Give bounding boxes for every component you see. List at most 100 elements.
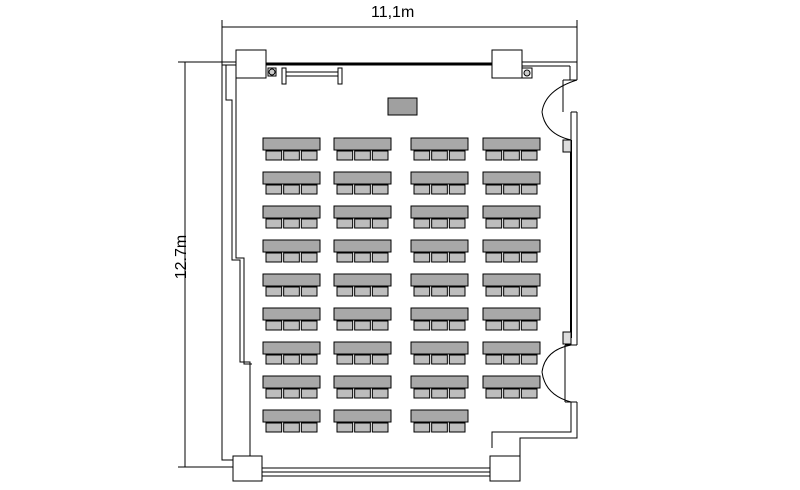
pillar-bottom-right (489, 455, 521, 482)
chair (520, 320, 538, 331)
desk-set (333, 409, 392, 433)
chair (265, 354, 283, 365)
chair (354, 320, 371, 331)
desk-set (410, 273, 469, 297)
desk-set (410, 375, 469, 399)
chair (520, 218, 538, 229)
desk (333, 171, 392, 185)
desk (262, 273, 321, 287)
desk-set (410, 171, 469, 195)
desk-set (333, 137, 392, 161)
chair (354, 150, 371, 161)
chair (413, 320, 431, 331)
desk (333, 137, 392, 151)
desk-set (482, 137, 541, 161)
desk-set (410, 239, 469, 263)
chair (520, 184, 538, 195)
chair (503, 184, 520, 195)
desk (333, 205, 392, 219)
chair (371, 354, 389, 365)
door-upper (541, 79, 578, 141)
chair (503, 354, 520, 365)
chair (431, 286, 448, 297)
chair (265, 184, 283, 195)
desk (333, 239, 392, 253)
desk (410, 341, 469, 355)
chair (354, 286, 371, 297)
chair (431, 388, 448, 399)
chair (520, 286, 538, 297)
desk (482, 171, 541, 185)
desk-set (410, 137, 469, 161)
desk-set (482, 375, 541, 399)
chair (503, 252, 520, 263)
chair (431, 252, 448, 263)
chair (354, 252, 371, 263)
fixture-top-left (267, 67, 277, 77)
desk (410, 273, 469, 287)
desk-set (410, 409, 469, 433)
desk (262, 307, 321, 321)
chair (485, 286, 503, 297)
desk-set (333, 273, 392, 297)
chair (283, 320, 300, 331)
chair (283, 218, 300, 229)
desk (333, 273, 392, 287)
chair (520, 150, 538, 161)
height-dimension-label: 12.7m (173, 234, 191, 280)
desk (262, 409, 321, 423)
chair (448, 150, 466, 161)
desk (410, 137, 469, 151)
chair (448, 422, 466, 433)
chair (520, 388, 538, 399)
chair (300, 252, 318, 263)
chair (336, 320, 354, 331)
chair (503, 388, 520, 399)
chair (354, 354, 371, 365)
chair (300, 218, 318, 229)
chair (413, 252, 431, 263)
chair (485, 320, 503, 331)
desk-set (410, 341, 469, 365)
chair (283, 184, 300, 195)
chair (265, 422, 283, 433)
chair (265, 320, 283, 331)
chair (485, 150, 503, 161)
desk-set (482, 171, 541, 195)
desk-grid (262, 137, 541, 433)
chair (431, 422, 448, 433)
desk-set (333, 375, 392, 399)
desk (262, 375, 321, 389)
desk (482, 239, 541, 253)
chair (413, 286, 431, 297)
chair (503, 150, 520, 161)
chair (371, 150, 389, 161)
chair (448, 320, 466, 331)
chair (354, 218, 371, 229)
chair (354, 422, 371, 433)
chair (371, 422, 389, 433)
desk-set (482, 341, 541, 365)
chair (336, 150, 354, 161)
chair (371, 286, 389, 297)
chair (265, 252, 283, 263)
fixture-top-right (521, 67, 533, 79)
chair (371, 320, 389, 331)
chair (503, 286, 520, 297)
chair (371, 218, 389, 229)
desk-set (262, 239, 321, 263)
chair (448, 252, 466, 263)
whiteboard (281, 67, 343, 85)
chair (413, 422, 431, 433)
desk-set (262, 171, 321, 195)
desk (410, 409, 469, 423)
desk (262, 137, 321, 151)
desk-set (262, 341, 321, 365)
pillar-top-right (491, 49, 523, 79)
desk (482, 273, 541, 287)
chair (371, 184, 389, 195)
chair (354, 184, 371, 195)
chair (336, 286, 354, 297)
desk-set (262, 409, 321, 433)
chair (283, 388, 300, 399)
